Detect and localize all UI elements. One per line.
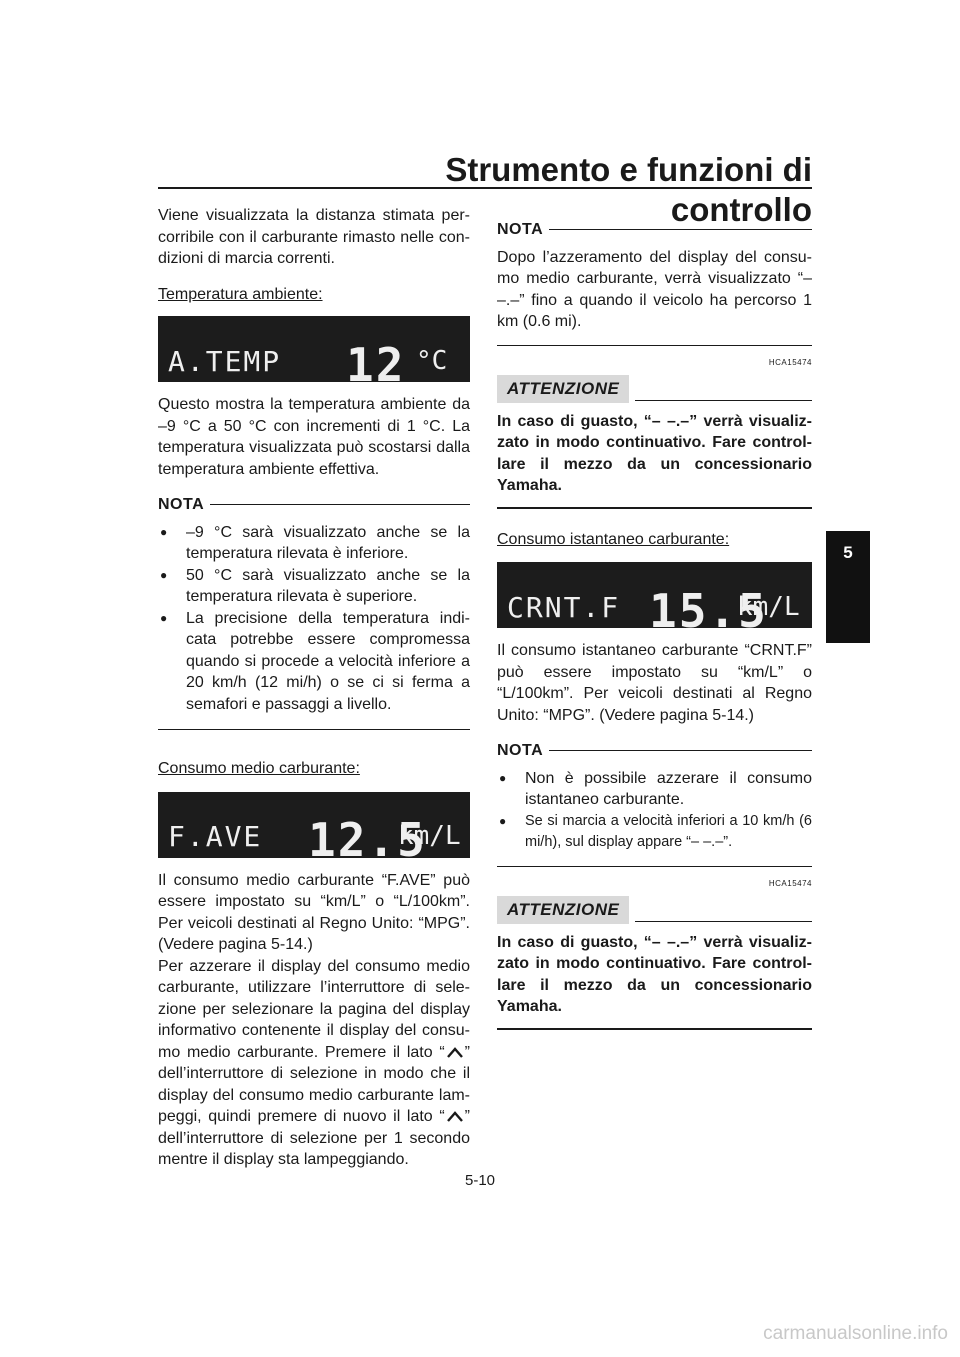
fave-lcd-display: F.AVE 12.5 km/L: [158, 791, 470, 862]
nota-list: Non è possibile azzerare il consumo ista…: [497, 768, 812, 854]
list-item: La precisione della temperatura indi-cat…: [158, 608, 470, 716]
temp-lcd-display: A.TEMP 12 °C: [158, 316, 470, 392]
text-part: ” dell’interruttore di selezione in modo…: [158, 1043, 470, 1126]
fave-heading: Consumo medio carburante:: [158, 760, 360, 777]
attention-rule: [635, 920, 812, 922]
left-column: Viene visualizzata la distanza stimata p…: [158, 205, 470, 1171]
nota-rule: [549, 229, 812, 231]
warning-code: HCA15474: [768, 357, 812, 367]
attention-text: In caso di guasto, “– –.–” verrà visuali…: [497, 412, 812, 495]
nota-label: NOTA: [158, 496, 205, 513]
nota-end-rule: [497, 865, 812, 867]
fave-text-2: Per azzerare il display del consumo medi…: [158, 956, 470, 1171]
lcd-label: A.TEMP: [168, 344, 282, 378]
header-rule: [158, 187, 812, 189]
temp-text: Questo mostra la temperatura ambiente da…: [158, 396, 470, 478]
page-title: Strumento e funzioni di controllo: [445, 151, 812, 228]
page-number: 5-10: [464, 1172, 496, 1189]
nota-header: NOTA: [497, 219, 812, 241]
nota-end-rule: [158, 729, 470, 730]
nota-end-rule: [497, 344, 812, 346]
crnt-text: Il consumo istantaneo carburante “CRNT.F…: [497, 642, 812, 724]
nota-header: NOTA: [158, 494, 470, 516]
lcd-unit: km/L: [737, 591, 800, 622]
list-item: –9 °C sarà visualizzato anche se la temp…: [158, 522, 470, 565]
lcd-value: 12: [346, 337, 406, 392]
chevron-up-icon: [446, 1046, 463, 1058]
chevron-up-icon: [446, 1111, 463, 1122]
text-part: Per azzerare il display del consumo medi…: [158, 957, 470, 1061]
right-column: NOTA Dopo l’azzeramento del display del …: [497, 205, 812, 1050]
attention-header: ATTENZIONE: [497, 375, 812, 403]
list-item: Se si marcia a velocità inferiori a 10 k…: [497, 811, 812, 854]
crnt-heading: Consumo istantaneo carburante:: [497, 530, 730, 548]
lcd-label: F.AVE: [168, 820, 263, 853]
attention-rule: [635, 399, 812, 401]
attention-badge: ATTENZIONE: [497, 375, 630, 403]
warning-code: HCA15474: [768, 878, 812, 888]
lcd-label: CRNT.F: [507, 590, 621, 624]
attention-end-rule: [497, 506, 812, 509]
text-part: ” dell’interruttore di selezione per 1 s…: [158, 1108, 470, 1168]
nota-text: Dopo l’azzeramento del display del consu…: [497, 248, 812, 331]
nota-list: –9 °C sarà visualizzato anche se la temp…: [158, 522, 470, 716]
nota-rule: [549, 750, 812, 752]
list-item: 50 °C sarà visualizzato anche se la temp…: [158, 565, 470, 608]
intro-paragraph: Viene visualizzata la distanza stimata p…: [158, 207, 470, 267]
nota-header: NOTA: [497, 740, 812, 762]
attention-header: ATTENZIONE: [497, 896, 812, 924]
crnt-lcd-display: CRNT.F 15.5 km/L: [497, 562, 812, 633]
list-item: Non è possibile azzerare il consumo ista…: [497, 768, 812, 811]
nota-rule: [210, 504, 470, 506]
nota-label: NOTA: [497, 742, 544, 759]
fave-text-1: Il consumo medio carburante “F.AVE” può …: [158, 871, 470, 954]
nota-label: NOTA: [497, 221, 544, 238]
attention-text: In caso di guasto, “– –.–” verrà visuali…: [497, 933, 812, 1016]
attention-badge: ATTENZIONE: [497, 896, 630, 924]
chapter-tab: 5: [826, 531, 870, 643]
lcd-unit: °C: [416, 345, 448, 376]
watermark: carmanualsonline.info: [763, 1323, 948, 1344]
attention-end-rule: [497, 1027, 812, 1030]
lcd-unit: km/L: [398, 821, 461, 851]
temp-heading: Temperatura ambiente:: [158, 285, 323, 303]
